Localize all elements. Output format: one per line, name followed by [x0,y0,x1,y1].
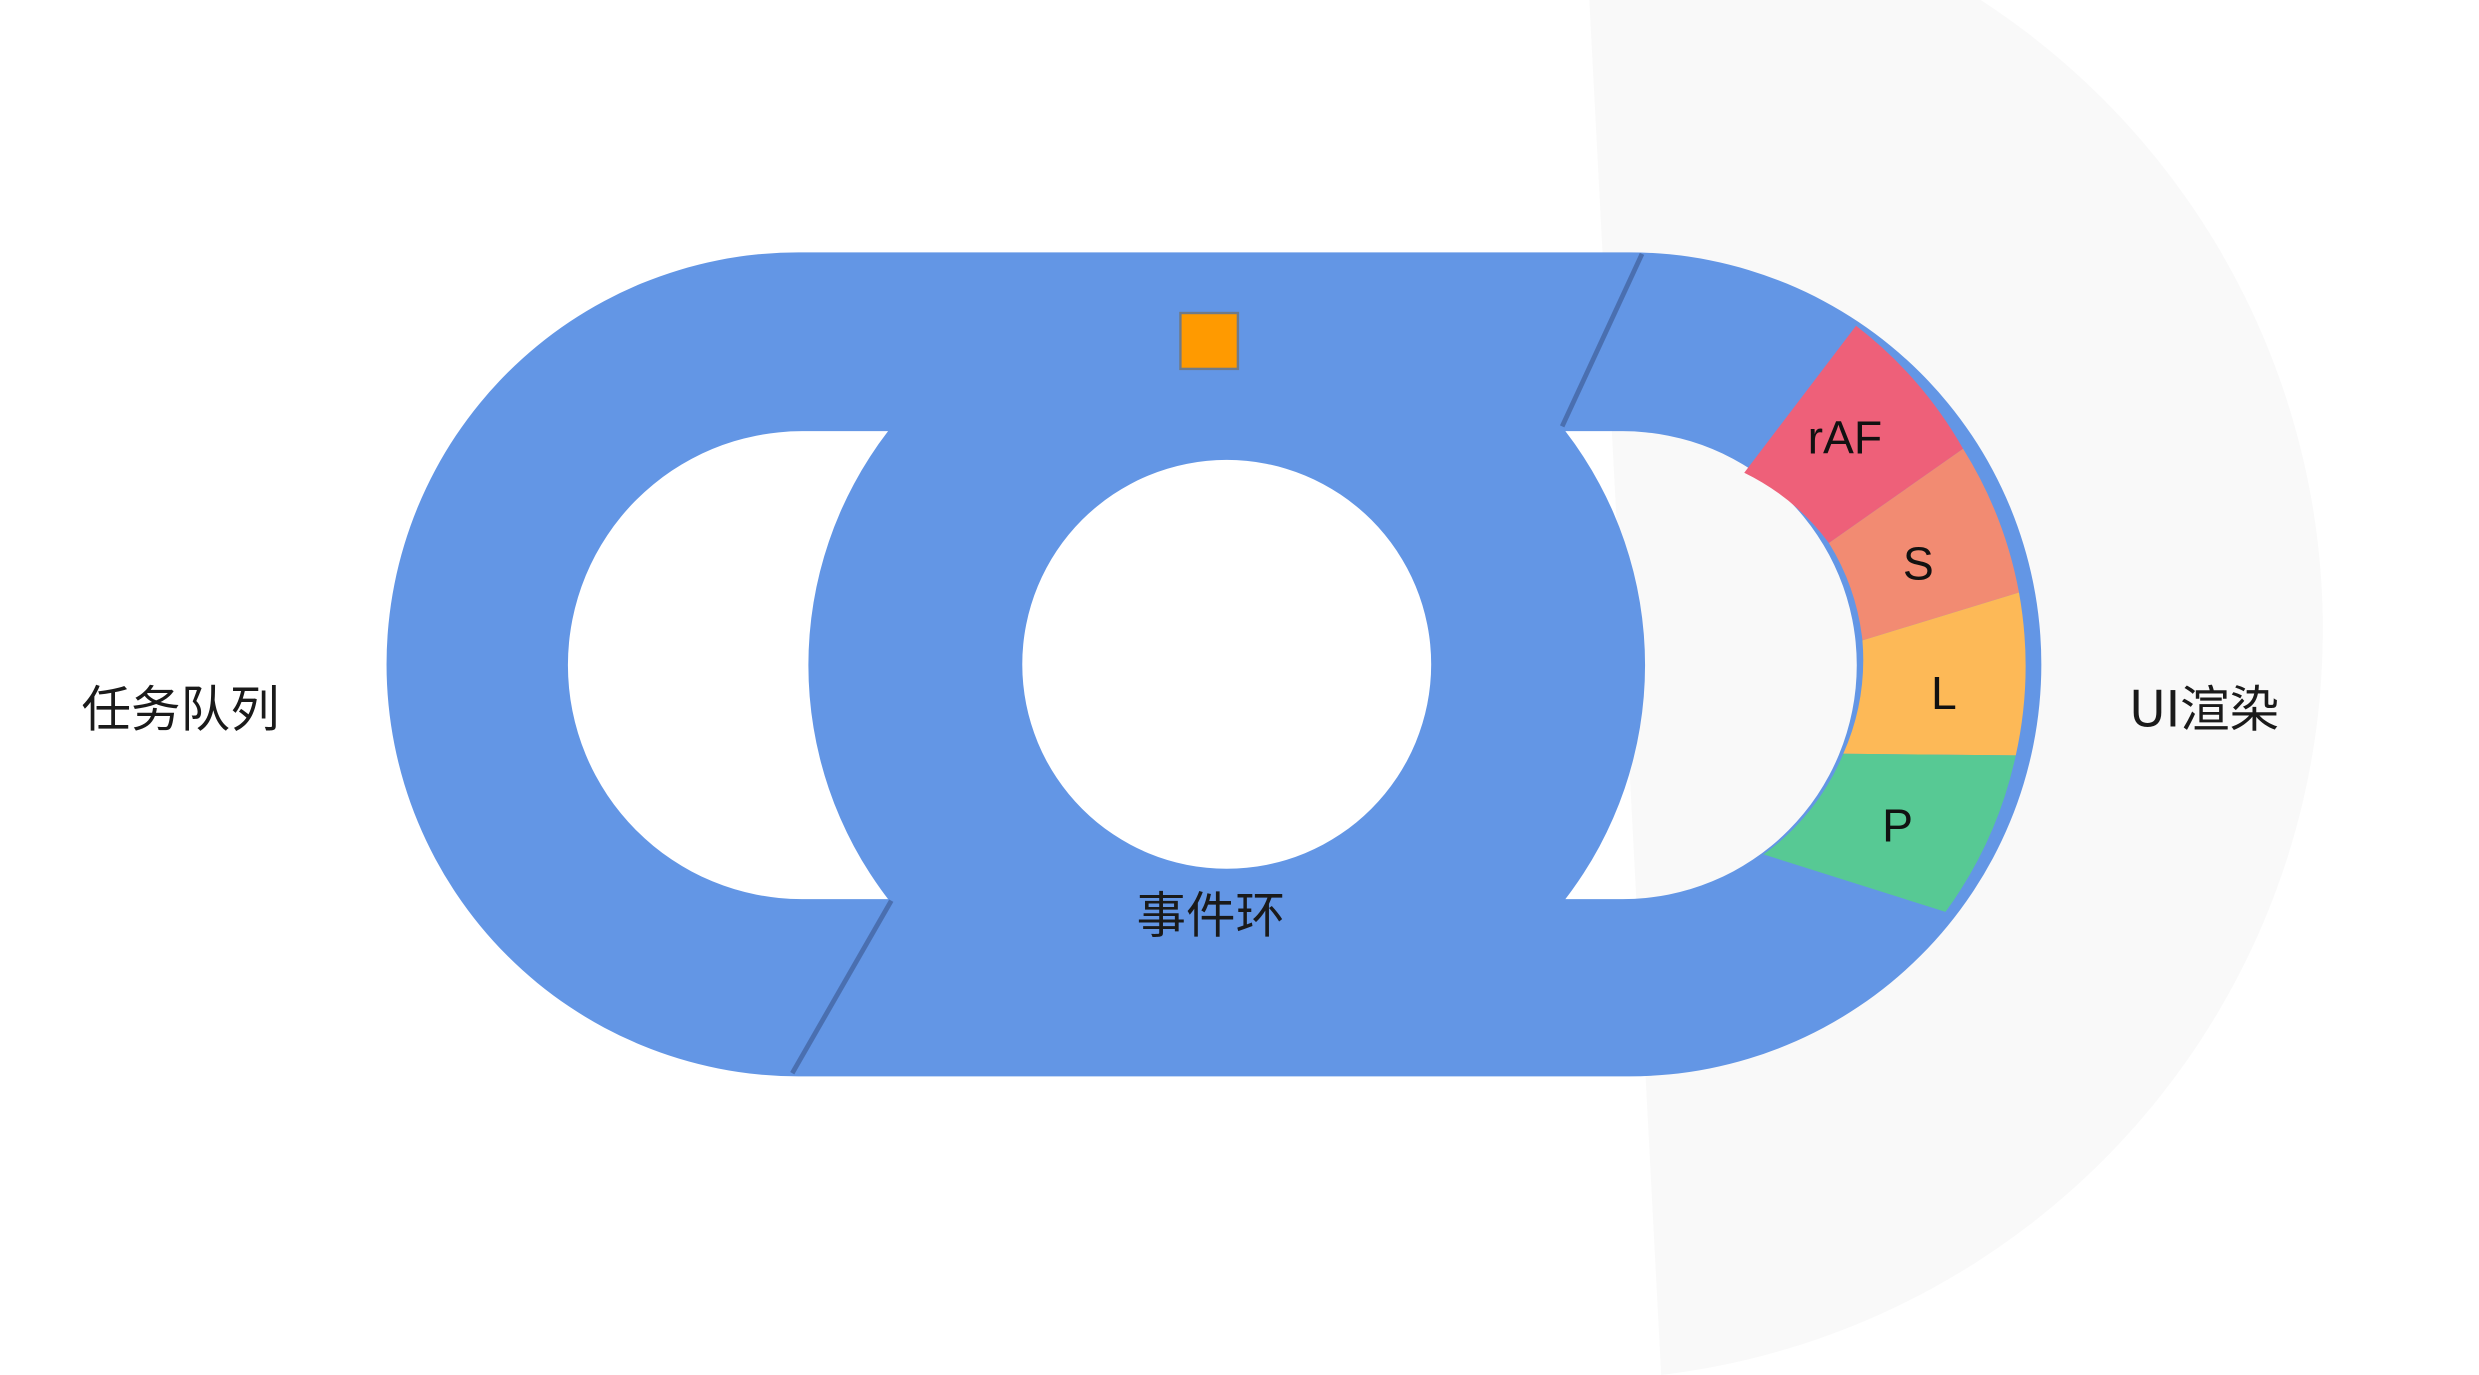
segment-paint [1763,753,2016,912]
loop-track [386,252,2042,1077]
ui-render-label: UI渲染 [2129,681,2279,739]
segment-raf-label: rAF [1808,412,1883,464]
segment-layout-label: L [1931,667,1957,719]
segment-style [1828,448,2019,641]
segment-style-label: S [1903,538,1934,590]
segment-raf [1744,325,1964,543]
divider-top-right [1559,252,1645,428]
segment-paint-label: P [1882,800,1913,852]
segment-layout [1843,592,2026,756]
task-queue-label: 任务队列 [81,681,279,739]
divider-bottom-left [790,899,894,1075]
orange-square-icon [1179,311,1240,371]
event-loop-label: 事件环 [1136,887,1285,945]
